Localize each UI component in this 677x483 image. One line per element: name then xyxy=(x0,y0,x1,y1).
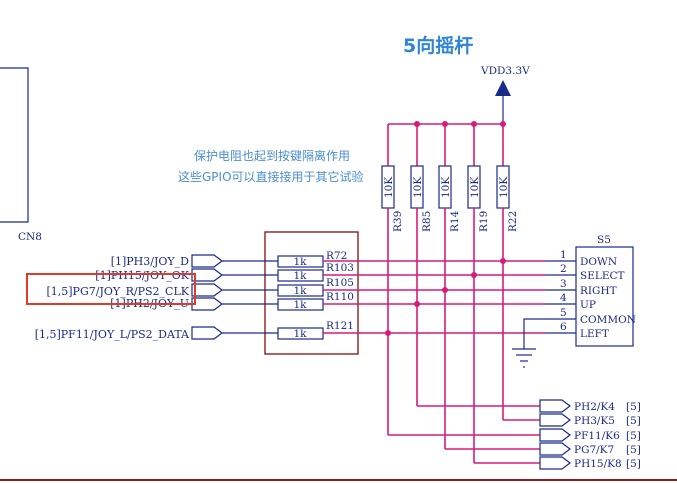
pullup-value: 10K xyxy=(469,177,481,198)
vdd-arrow-icon xyxy=(495,80,511,96)
pullup-resistor-r39: 10K R39 xyxy=(381,124,404,435)
note-line-1: 保护电阻也起到按键隔离作用 xyxy=(194,148,350,163)
vdd-label: VDD3.3V xyxy=(480,65,530,77)
input-net-joy-r: [1,5]PG7/JOY_R/PS2_CLK xyxy=(46,283,278,298)
svg-text:[5]: [5] xyxy=(626,401,641,413)
svg-text:[1]PH15/JOY_OK: [1]PH15/JOY_OK xyxy=(95,269,189,282)
svg-text:1k: 1k xyxy=(293,328,307,340)
svg-text:PF11/K6: PF11/K6 xyxy=(574,430,620,442)
switch-ref: S5 xyxy=(597,234,611,246)
pullup-resistor-r19: 10K R19 xyxy=(467,124,490,463)
svg-text:[1]PH3/JOY_D: [1]PH3/JOY_D xyxy=(111,255,189,268)
switch-pin-number: 3 xyxy=(560,278,567,290)
svg-text:1k: 1k xyxy=(293,256,307,268)
svg-text:PH2/K4: PH2/K4 xyxy=(574,401,615,413)
ground-icon xyxy=(512,348,536,368)
switch-pin-number: 4 xyxy=(560,292,567,304)
schematic-title: 5向摇杆 xyxy=(403,34,473,57)
pullup-ref: R39 xyxy=(392,211,404,232)
pullup-resistor-r22: 10K R22 xyxy=(496,124,519,420)
svg-text:[5]: [5] xyxy=(626,430,641,442)
output-net-k7: PG7/K7 [5] xyxy=(539,442,641,456)
svg-text:1k: 1k xyxy=(293,299,307,311)
series-resistor-r121: 1k R121 xyxy=(277,320,354,340)
pullup-value: 10K xyxy=(412,177,424,198)
series-resistor-r105: 1k R105 xyxy=(277,277,354,297)
switch-pin-number: 6 xyxy=(560,321,567,333)
svg-text:PH3/K5: PH3/K5 xyxy=(574,415,615,427)
svg-text:R105: R105 xyxy=(326,277,354,289)
svg-text:R121: R121 xyxy=(326,320,354,332)
switch-pin-name: LEFT xyxy=(580,328,609,340)
svg-text:PG7/K7: PG7/K7 xyxy=(574,444,614,456)
junction-dot xyxy=(471,272,477,278)
pullup-resistor-r85: 10K R85 xyxy=(410,124,433,406)
output-net-k8: PH15/K8 [5] xyxy=(539,456,641,470)
switch-pin-name: DOWN xyxy=(580,256,617,268)
pullup-value: 10K xyxy=(498,177,510,198)
junction-dot xyxy=(414,301,420,307)
switch-pin-name: RIGHT xyxy=(580,285,617,297)
switch-pin-number: 1 xyxy=(560,249,567,261)
switch-pin-name: SELECT xyxy=(580,270,625,282)
input-net-joy-ok: [1]PH15/JOY_OK xyxy=(95,268,278,282)
svg-text:[5]: [5] xyxy=(626,415,641,427)
svg-text:1k: 1k xyxy=(293,270,307,282)
output-net-k5: PH3/K5 [5] xyxy=(539,413,641,427)
svg-text:[5]: [5] xyxy=(626,444,641,456)
input-net-joy-l: [1,5]PF11/JOY_L/PS2_DATA xyxy=(35,326,278,341)
pullup-ref: R22 xyxy=(507,211,519,232)
note-line-2: 这些GPIO可以直接接用于其它试验 xyxy=(178,169,364,184)
pullup-ref: R14 xyxy=(449,210,461,232)
junction-dot xyxy=(442,287,448,293)
series-resistor-r103: 1k R103 xyxy=(277,262,354,282)
common-wire xyxy=(523,318,545,349)
input-net-joy-d: [1]PH3/JOY_D xyxy=(111,254,278,268)
pullup-resistor-r14: 10K R14 xyxy=(438,124,461,449)
switch-pin-number: 2 xyxy=(560,263,567,275)
svg-text:[1,5]PF11/JOY_L/PS2_DATA: [1,5]PF11/JOY_L/PS2_DATA xyxy=(35,328,190,341)
svg-text:1k: 1k xyxy=(293,285,307,297)
pullup-value: 10K xyxy=(383,177,395,198)
connector-cn8-body xyxy=(0,67,29,223)
series-resistor-group-box xyxy=(264,231,359,355)
svg-text:R103: R103 xyxy=(326,262,354,274)
pullup-ref: R85 xyxy=(421,211,433,232)
svg-text:R110: R110 xyxy=(326,291,354,303)
svg-text:PH15/K8: PH15/K8 xyxy=(574,458,622,470)
switch-pin-number: 5 xyxy=(560,307,567,319)
connector-label: CN8 xyxy=(18,231,42,243)
switch-s5: S5 1 2 3 4 5 6 DOWN SELECT RIGHT UP COMM… xyxy=(545,234,636,347)
junction-dot xyxy=(385,330,391,336)
output-net-k4: PH2/K4 [5] xyxy=(539,399,641,413)
pullup-ref: R19 xyxy=(478,211,490,232)
output-net-k6: PF11/K6 [5] xyxy=(539,428,641,442)
highlight-box xyxy=(26,273,196,305)
svg-text:[1,5]PG7/JOY_R/PS2_CLK: [1,5]PG7/JOY_R/PS2_CLK xyxy=(46,285,189,298)
pullup-value: 10K xyxy=(440,177,452,198)
svg-text:R72: R72 xyxy=(326,250,347,262)
switch-pin-name: UP xyxy=(580,299,596,311)
svg-text:[5]: [5] xyxy=(626,458,641,470)
series-resistor-r72: 1k R72 xyxy=(277,250,347,268)
junction-dot xyxy=(500,258,506,264)
switch-pin-name: COMMON xyxy=(580,314,636,326)
